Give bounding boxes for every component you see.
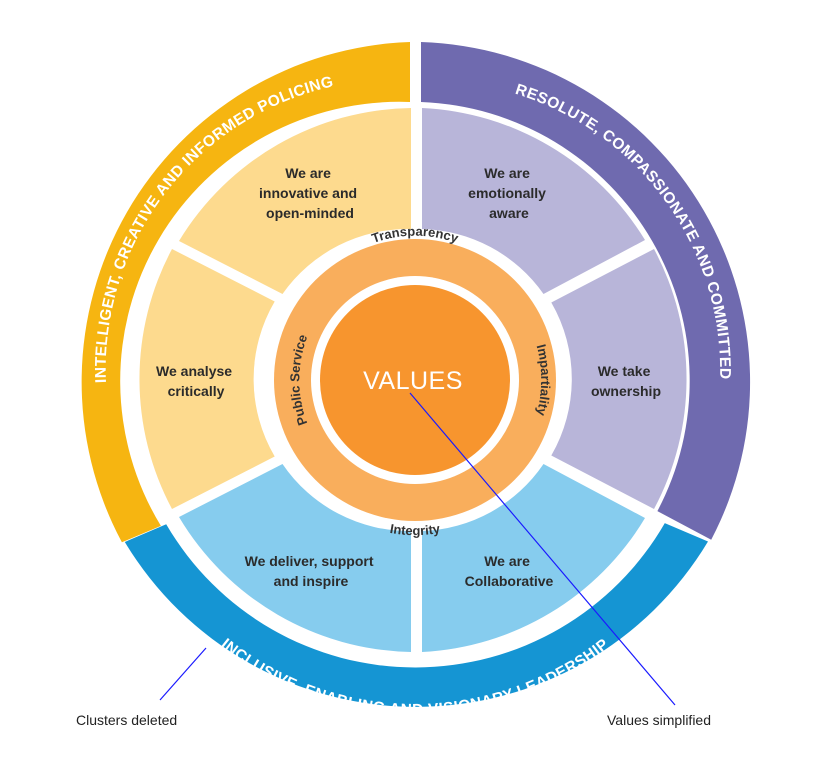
segment-label-innovative-line: innovative and — [259, 185, 357, 201]
segment-label-collaborative: We are Collaborative — [465, 553, 554, 589]
segment-label-analyse: We analyse critically — [156, 363, 236, 399]
annotation-values-simplified: Values simplified — [607, 712, 711, 728]
segment-emotionally-aware — [422, 108, 645, 294]
segment-label-emotionally-aware: We are emotionally aware — [468, 165, 550, 221]
segment-label-collaborative-line: We are — [484, 553, 530, 569]
segment-label-deliver: We deliver, support and inspire — [245, 553, 378, 589]
segment-deliver — [179, 464, 411, 652]
segment-label-take-ownership: We take ownership — [591, 363, 661, 399]
values-core — [320, 285, 510, 475]
annotation-clusters-deleted: Clusters deleted — [76, 712, 177, 728]
segment-label-analyse-line: We analyse — [156, 363, 232, 379]
segment-label-collaborative-line: Collaborative — [465, 573, 554, 589]
segment-label-innovative: We are innovative and open-minded — [259, 165, 361, 221]
segment-label-emotionally-aware-line: We are — [484, 165, 530, 181]
segment-analyse — [139, 249, 275, 509]
annotation-line-clusters — [159, 647, 207, 701]
outer-band-group — [81, 42, 751, 707]
outer-band-resolute — [421, 42, 751, 540]
segment-label-analyse-line: critically — [168, 383, 225, 399]
outer-band-intelligent — [81, 42, 410, 543]
segment-label-innovative-line: We are — [285, 165, 331, 181]
segment-label-take-ownership-line: ownership — [591, 383, 661, 399]
segment-take-ownership — [551, 249, 687, 509]
segment-label-innovative-line: open-minded — [266, 205, 354, 221]
annotation-line-values — [409, 392, 676, 706]
value-label-public-service: Public Service — [287, 332, 310, 427]
segment-label-emotionally-aware-line: emotionally — [468, 185, 546, 201]
outer-band-inclusive — [124, 523, 709, 707]
segment-innovative — [179, 108, 411, 294]
segment-collaborative — [422, 464, 645, 652]
value-label-integrity: Integrity — [389, 521, 442, 538]
segment-label-deliver-line: and inspire — [274, 573, 349, 589]
segment-group — [139, 108, 687, 652]
segment-label-take-ownership-line: We take — [598, 363, 651, 379]
core-label-values: VALUES — [363, 367, 463, 395]
value-label-impartiality: Impartiality — [533, 343, 553, 418]
segment-label-deliver-line: We deliver, support — [245, 553, 374, 569]
segment-label-emotionally-aware-line: aware — [489, 205, 529, 221]
